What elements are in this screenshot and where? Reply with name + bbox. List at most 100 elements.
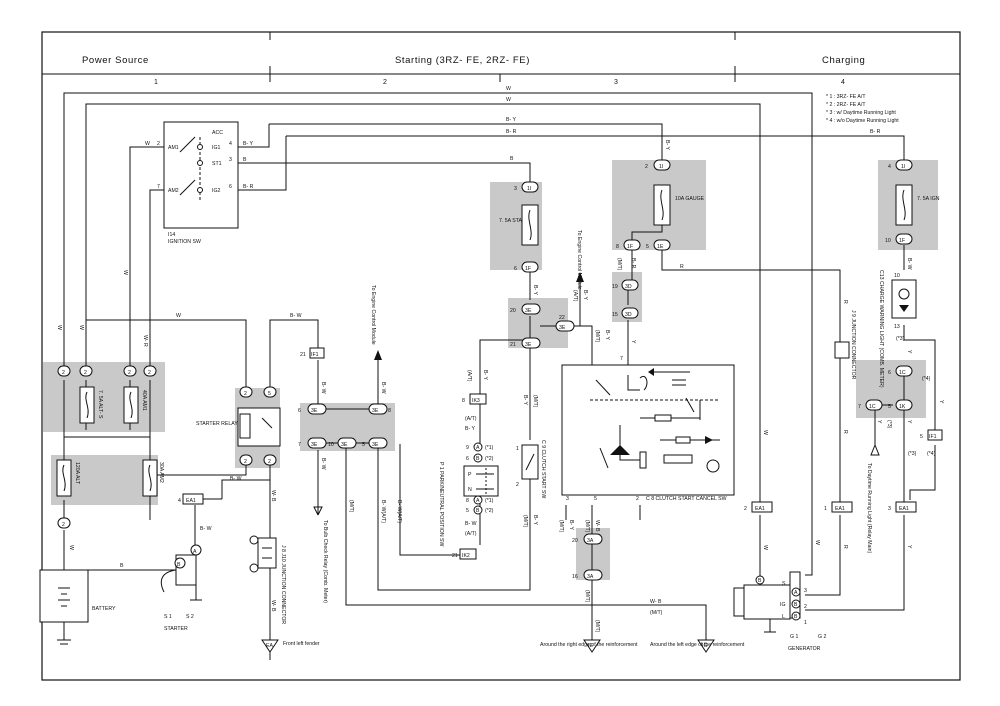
fuse-alt: 120A ALT xyxy=(56,459,80,497)
svg-text:W: W xyxy=(506,97,511,103)
svg-text:EA1: EA1 xyxy=(899,506,909,512)
svg-text:3E: 3E xyxy=(559,325,566,331)
svg-text:3E: 3E xyxy=(525,342,532,348)
svg-text:(*3): (*3) xyxy=(896,336,905,342)
starter-relay-label: STARTER RELAY xyxy=(196,421,238,427)
svg-text:B- R: B- R xyxy=(243,184,254,190)
column-2: 2 xyxy=(383,79,387,86)
svg-text:3: 3 xyxy=(566,496,569,502)
svg-text:2: 2 xyxy=(244,391,247,397)
svg-text:B: B xyxy=(476,508,480,514)
fuse-alt-s: 7. 5A ALT- S xyxy=(79,386,103,424)
svg-text:1F: 1F xyxy=(627,244,633,250)
svg-text:B- R: B- R xyxy=(870,129,881,135)
ign-am2-label: AM2 xyxy=(168,188,179,194)
svg-text:(A/T): (A/T) xyxy=(572,290,578,302)
clutch-cancel-label: C 8 CLUTCH START CANCEL SW xyxy=(646,496,727,502)
svg-text:2: 2 xyxy=(148,370,151,376)
svg-text:S: S xyxy=(782,581,786,587)
right-edge-label: Around the right edge of the reinforceme… xyxy=(540,642,638,648)
svg-text:6: 6 xyxy=(298,408,301,414)
park-neutral-switch: IK3 8 (A/T) B- Y (A/T) B- Y A B 9 6 (*1)… xyxy=(438,370,499,560)
svg-text:B- W: B- W xyxy=(465,521,477,527)
column-3: 3 xyxy=(614,79,618,86)
junction-connector: J 8 J10 JUNCTION CONNECTOR W- B W- B EA … xyxy=(249,490,320,653)
svg-text:W- B: W- B xyxy=(270,490,276,502)
svg-text:IK3: IK3 xyxy=(472,398,480,404)
svg-text:2: 2 xyxy=(516,482,519,488)
svg-text:19: 19 xyxy=(612,284,618,290)
svg-text:3D: 3D xyxy=(625,284,632,290)
svg-text:W- R: W- R xyxy=(142,335,148,347)
svg-text:9: 9 xyxy=(466,445,469,451)
svg-text:7: 7 xyxy=(298,442,301,448)
svg-text:10: 10 xyxy=(328,442,334,448)
svg-text:2: 2 xyxy=(244,459,247,465)
section-charging: Charging xyxy=(822,55,865,66)
charge-warning-label: C13 CHARGE WARNING LIGHT (COMB. METER) xyxy=(878,270,884,388)
svg-text:2: 2 xyxy=(128,370,131,376)
svg-text:3E: 3E xyxy=(525,308,532,314)
fuse-am2: 30A AM2 xyxy=(142,459,164,497)
svg-text:(*1): (*1) xyxy=(485,498,494,504)
ign-st1-label: ST1 xyxy=(212,161,222,167)
svg-text:(M/T): (M/T) xyxy=(650,610,663,616)
svg-text:W: W xyxy=(145,141,150,147)
svg-text:3E: 3E xyxy=(311,408,318,414)
svg-text:(M/T): (M/T) xyxy=(348,500,354,513)
ea1-connectors: EA1 2 EA1 1 EA1 3 W R Y W xyxy=(744,501,917,550)
svg-text:W- B: W- B xyxy=(650,599,662,605)
svg-text:B- Y: B- Y xyxy=(532,515,538,526)
svg-text:8: 8 xyxy=(466,498,469,504)
column-4: 4 xyxy=(841,79,845,86)
svg-text:Y: Y xyxy=(630,340,636,344)
svg-text:10: 10 xyxy=(885,238,891,244)
junction-3e-b: 3E 3E 3E 20 21 22 To Engine Control Modu… xyxy=(510,230,610,408)
svg-text:A: A xyxy=(193,549,197,555)
svg-text:(M/T): (M/T) xyxy=(558,520,564,533)
svg-text:G 2: G 2 xyxy=(818,634,826,640)
svg-text:5: 5 xyxy=(594,496,597,502)
svg-text:15: 15 xyxy=(612,312,618,318)
svg-text:W: W xyxy=(78,325,84,330)
svg-text:R: R xyxy=(842,545,848,549)
to-drl-label: To Daytime Running Light (Relay Main) xyxy=(866,463,872,554)
svg-text:W: W xyxy=(122,270,128,275)
svg-text:(*4): (*4) xyxy=(927,451,936,457)
svg-text:6: 6 xyxy=(229,184,232,190)
svg-text:IF1: IF1 xyxy=(311,352,319,358)
svg-text:S 1: S 1 xyxy=(164,614,172,620)
svg-text:5: 5 xyxy=(362,442,365,448)
ign-ig1-label: IG1 xyxy=(212,145,220,151)
svg-text:30A AM2: 30A AM2 xyxy=(158,462,164,483)
svg-text:B- Y: B- Y xyxy=(532,285,538,296)
starter: A B S 1 S 2 STARTER EA1 4 B- W xyxy=(160,493,212,632)
svg-text:(M/T): (M/T) xyxy=(584,520,590,533)
svg-text:(M/T): (M/T) xyxy=(584,590,590,603)
svg-text:B- Y: B- Y xyxy=(582,290,588,301)
svg-text:J 8 J10 JUNCTION CONNECTOR: J 8 J10 JUNCTION CONNECTOR xyxy=(280,545,286,624)
svg-text:W: W xyxy=(68,545,74,550)
svg-text:W: W xyxy=(762,545,768,550)
svg-text:B: B xyxy=(794,602,798,608)
svg-text:EA1: EA1 xyxy=(755,506,765,512)
svg-text:(*3): (*3) xyxy=(886,420,892,429)
clutch-start-label: C 9 CLUTCH START SW xyxy=(540,440,546,498)
svg-text:1I: 1I xyxy=(901,164,905,170)
svg-text:R: R xyxy=(842,300,848,304)
svg-text:W: W xyxy=(506,86,511,92)
svg-text:1K: 1K xyxy=(899,404,906,410)
svg-text:IK2: IK2 xyxy=(462,553,470,559)
svg-text:120A ALT: 120A ALT xyxy=(74,462,80,485)
svg-text:20: 20 xyxy=(572,538,578,544)
svg-text:A: A xyxy=(794,590,798,596)
svg-text:(A/T): (A/T) xyxy=(466,370,472,382)
svg-text:7. 5A STA: 7. 5A STA xyxy=(499,218,523,224)
svg-text:Y: Y xyxy=(906,350,912,354)
svg-text:B- Y: B- Y xyxy=(482,370,488,381)
svg-text:4: 4 xyxy=(178,498,181,504)
section-starting: Starting (3RZ- FE, 2RZ- FE) xyxy=(395,55,530,66)
svg-text:B- Y: B- Y xyxy=(243,141,254,147)
charge-warning-light: 10 13 C13 CHARGE WARNING LIGHT (COMB. ME… xyxy=(858,270,944,554)
svg-text:IG: IG xyxy=(702,643,707,649)
